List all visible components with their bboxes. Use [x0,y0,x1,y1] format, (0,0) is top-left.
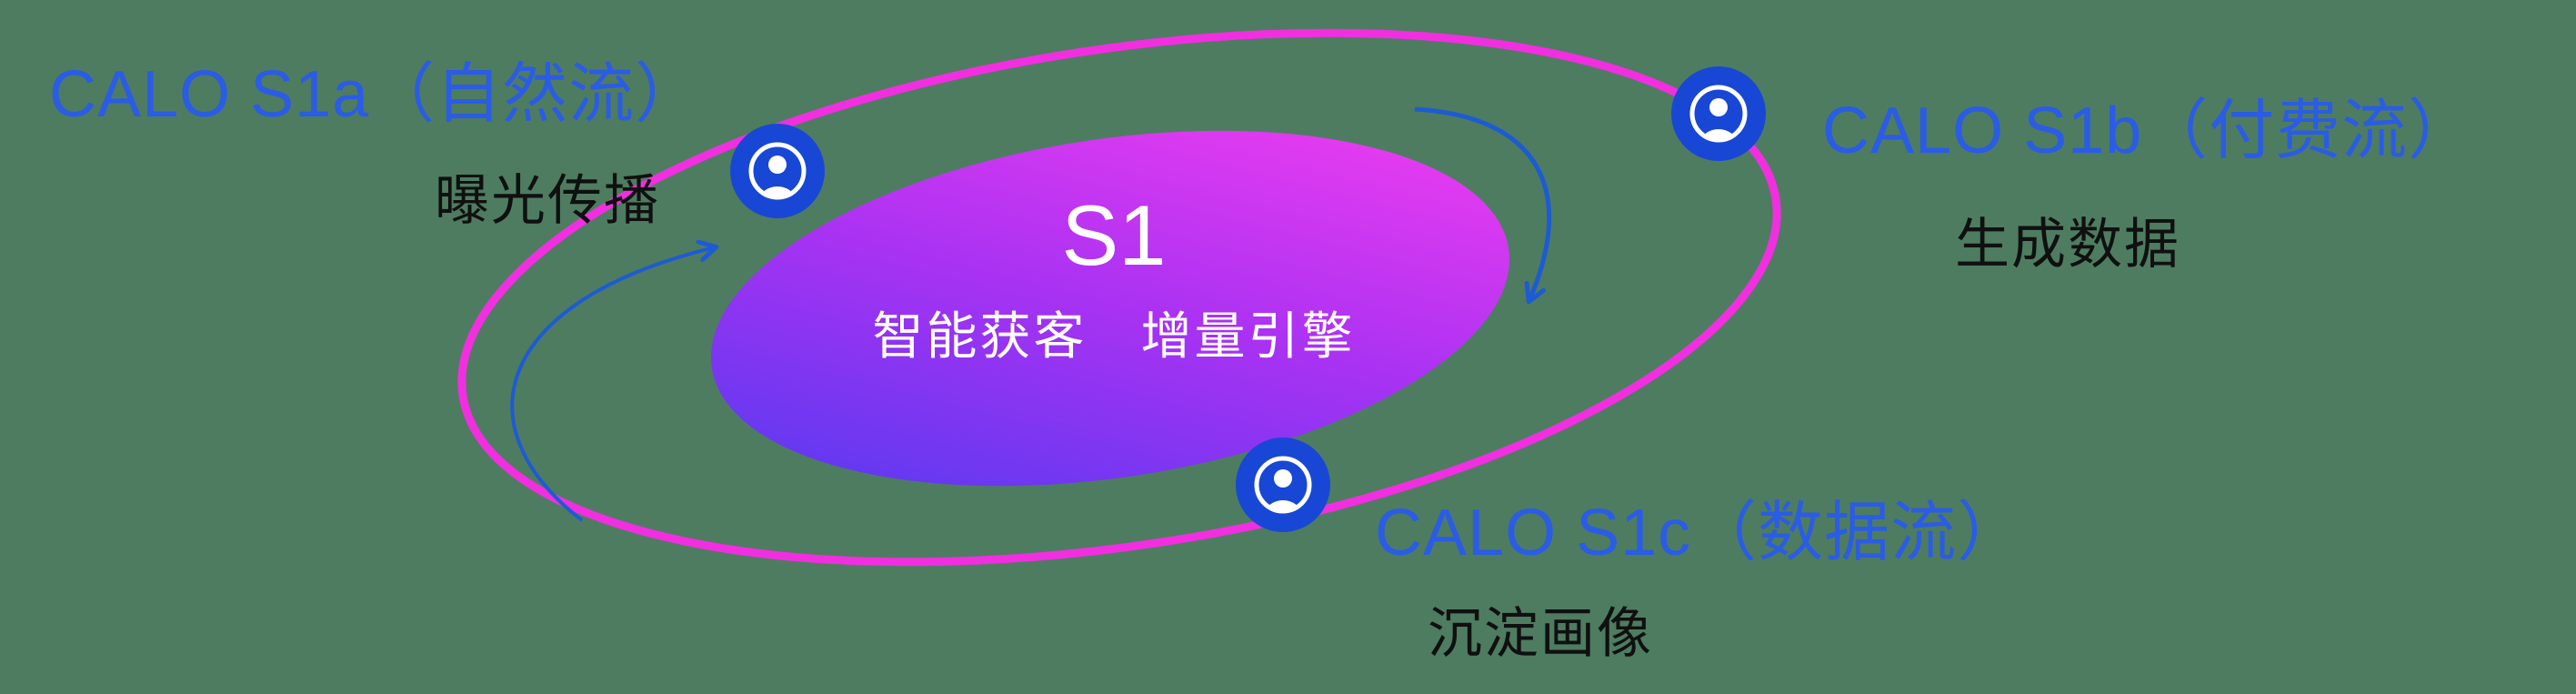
sublabel-calo-s1b: 生成数据 [1955,214,2180,275]
orbit-ring [457,28,1781,567]
user-circle-icon-s1c [1236,438,1330,532]
user-circle-icon-s1a [730,124,825,218]
flow-arrow-left-icon [510,239,719,522]
label-calo-s1b: CALO S1b（付费流） [1822,95,2475,167]
sublabel-calo-s1a: 曝光传播 [435,170,660,231]
core-ellipse [711,130,1509,487]
core-text: S1 智能获客 增量引擎 [841,187,1387,369]
label-calo-s1a: CALO S1a（自然流） [49,58,702,131]
sublabel-calo-s1c: 沉淀画像 [1428,603,1653,664]
user-circle-icon-s1b [1671,66,1766,161]
flow-arrow-right-icon [1414,106,1552,305]
core-subtitle: 智能获客 增量引擎 [872,307,1356,365]
core-title: S1 [1061,187,1167,283]
label-calo-s1c: CALO S1c（数据流） [1375,497,2024,569]
